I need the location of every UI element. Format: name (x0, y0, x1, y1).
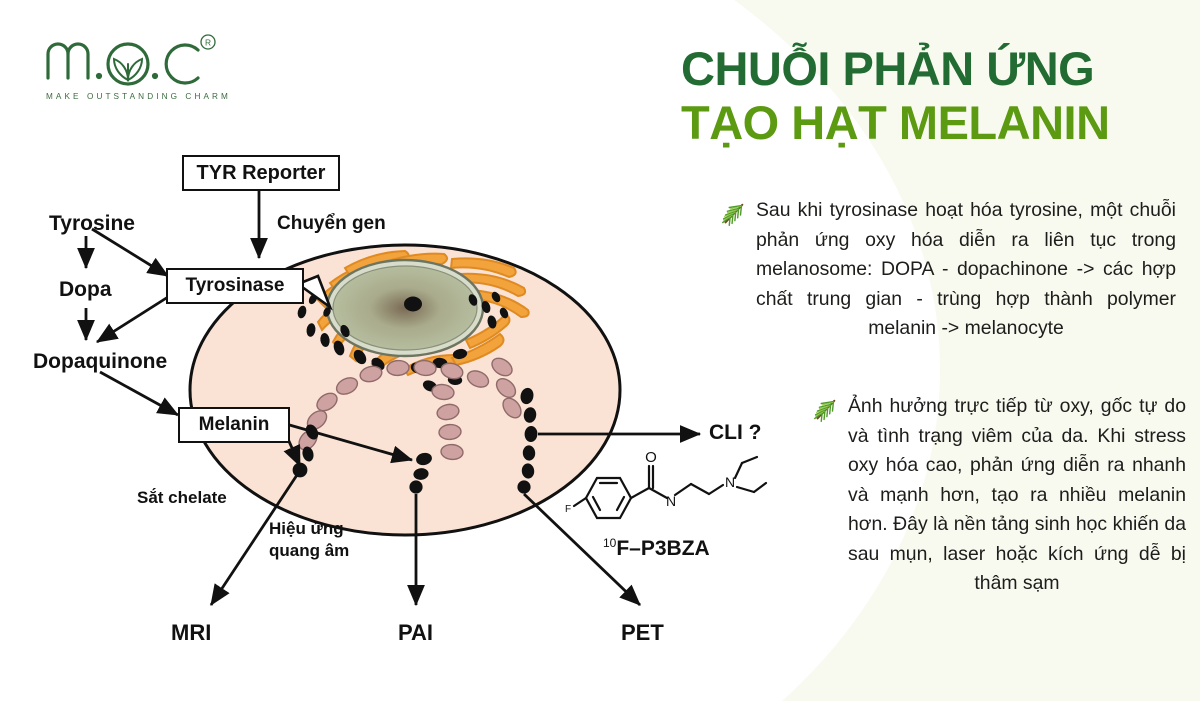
cli-label: CLI ? (709, 421, 762, 444)
leaf-icon (721, 203, 744, 227)
chuyen-gen-label: Chuyển gen (277, 213, 386, 234)
molecule-name: F–P3BZA (616, 537, 710, 560)
molecule-atom-labels: O N N F (565, 449, 735, 515)
page-title-line1: CHUỖI PHẢN ỨNG (681, 42, 1095, 95)
mri-label: MRI (171, 620, 212, 645)
svg-text:N: N (725, 474, 735, 490)
brand-tagline: MAKE OUTSTANDING CHARM (46, 92, 231, 101)
page-title-line2: TẠO HẠT MELANIN (681, 96, 1110, 149)
molecule-name-label: 10F–P3BZA (603, 536, 710, 561)
svg-text:F: F (565, 504, 571, 515)
hieu-ung-quang-am-label-line2: quang âm (269, 541, 350, 560)
melanin-granule-group (292, 387, 538, 494)
pet-label: PET (621, 620, 664, 645)
brand-logo: R MAKE OUTSTANDING CHARM (42, 32, 231, 101)
page-title: CHUỖI PHẢN ỨNG TẠO HẠT MELANIN (681, 42, 1110, 150)
paragraph-1-text: Sau khi tyrosinase hoạt hóa tyrosine, mộ… (756, 199, 1176, 339)
tyr-reporter-label: TYR Reporter (196, 161, 326, 184)
melanin-label: Melanin (198, 414, 270, 435)
paragraph-2-text: Ảnh hưởng trực tiếp từ oxy, gốc tự do và… (848, 395, 1186, 594)
logo-dot-2 (151, 72, 159, 80)
molecule-f-p3bza (572, 455, 768, 520)
melanin-box: Melanin (178, 407, 290, 443)
tyrosinase-label: Tyrosinase (185, 275, 285, 296)
leaf-icon (813, 399, 836, 423)
body-paragraph-2: Ảnh hưởng trực tiếp từ oxy, gốc tự do và… (810, 392, 1190, 599)
registered-mark-icon: R (200, 34, 216, 50)
svg-text:R: R (205, 38, 211, 48)
pathway-arrows (77, 182, 702, 607)
molecule-superscript: 10 (603, 536, 617, 550)
tyrosine-label: Tyrosine (49, 212, 135, 235)
pai-label: PAI (398, 620, 434, 645)
sat-chelate-label: Sắt chelate (137, 488, 227, 507)
logo-mark-icon: R (46, 34, 216, 86)
hieu-ung-quang-am-label-line1: Hiệu ứng (269, 519, 344, 538)
tyr-reporter-box: TYR Reporter (182, 155, 340, 191)
tyrosinase-box: Tyrosinase (166, 268, 304, 304)
melanosome-group (298, 357, 522, 461)
melanocyte-cell-illustration (188, 243, 622, 537)
body-paragraph-1: Sau khi tyrosinase hoạt hóa tyrosine, mộ… (718, 196, 1180, 344)
svg-text:O: O (645, 449, 657, 466)
svg-text:N: N (666, 493, 676, 509)
logo-dot-1 (95, 72, 103, 80)
tyrosinase-leader (295, 274, 333, 311)
logo-leaf-icon (112, 57, 144, 82)
dopa-label: Dopa (59, 278, 112, 301)
nucleolus (404, 296, 422, 312)
nucleus (332, 265, 478, 351)
dopaquinone-label: Dopaquinone (33, 350, 168, 373)
